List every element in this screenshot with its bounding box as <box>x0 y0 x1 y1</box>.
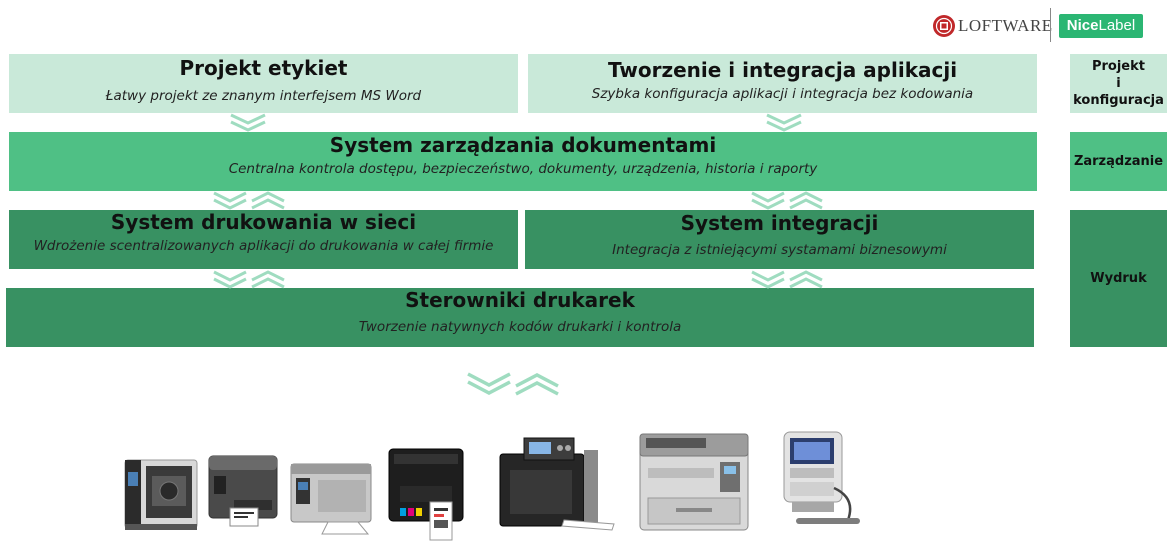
block-dokumenty-subtitle: Centralna kontrola dostępu, bezpieczeńst… <box>228 161 818 177</box>
nicelabel-wordmark-nice: Nice <box>1066 17 1099 34</box>
block-integracja-title: System integracji <box>680 211 879 235</box>
block-drukowanie-subtitle: Wdrożenie scentralizowanych aplikacji do… <box>33 238 494 254</box>
side-label-zarzadzanie-text: Zarządzanie <box>1073 154 1164 169</box>
chevron-up-icon <box>251 270 285 289</box>
block-tworzenie-subtitle: Szybka konfiguracja aplikacji i integrac… <box>591 86 974 102</box>
midrange-printer-icon <box>290 463 372 535</box>
block-tworzenie-title: Tworzenie i integracja aplikacji <box>607 58 958 82</box>
desktop-printer-icon <box>208 455 278 527</box>
block-drukowanie-title: System drukowania w sieci <box>110 210 417 234</box>
chevron-down-icon <box>766 113 802 132</box>
block-sterowniki: Sterowniki drukarek Tworzenie natywnych … <box>6 288 1034 347</box>
block-system-dokumentow: System zarządzania dokumentami Centralna… <box>9 132 1037 191</box>
logo-divider <box>1050 8 1051 42</box>
side-label-projekt-line2: i <box>1116 76 1121 91</box>
chevron-down-icon <box>213 191 247 210</box>
block-sterowniki-subtitle: Tworzenie natywnych kodów drukarki i kon… <box>358 319 682 335</box>
nicelabel-logo: NiceLabel <box>1059 14 1143 38</box>
chevron-up-icon <box>789 191 823 210</box>
block-projekt-title: Projekt etykiet <box>179 56 348 80</box>
side-label-zarzadzanie: Zarządzanie <box>1070 132 1167 191</box>
block-projekt-subtitle: Łatwy projekt ze znanym interfejsem MS W… <box>105 88 422 104</box>
block-sterowniki-title: Sterowniki drukarek <box>405 288 635 312</box>
chevron-down-icon <box>751 191 785 210</box>
block-integracja: System integracji Integracja z istniejąc… <box>525 210 1034 269</box>
color-label-printer-icon <box>388 448 464 541</box>
chevron-down-icon <box>230 113 266 132</box>
laser-printer-icon <box>639 433 749 531</box>
chevron-down-icon <box>213 270 247 289</box>
chevron-down-large-icon <box>467 372 511 395</box>
nicelabel-wordmark-label: Label <box>1098 17 1136 34</box>
side-label-projekt-line3: konfiguracja <box>1073 93 1164 108</box>
block-tworzenie: Tworzenie i integracja aplikacji Szybka … <box>528 54 1037 113</box>
block-drukowanie: System drukowania w sieci Wdrożenie scen… <box>9 210 518 269</box>
loftware-wordmark: LOFTWARE <box>958 16 1053 35</box>
side-label-wydruk-text: Wydruk <box>1090 271 1147 286</box>
side-label-projekt: Projekt i konfiguracja <box>1070 54 1167 113</box>
loftware-logo: LOFTWARE <box>932 12 1052 40</box>
print-engine-icon <box>499 437 615 531</box>
block-dokumenty-title: System zarządzania dokumentami <box>329 133 717 157</box>
block-projekt-etykiet: Projekt etykiet Łatwy projekt ze znanym … <box>9 54 518 113</box>
side-label-projekt-line1: Projekt <box>1091 59 1145 74</box>
chevron-down-icon <box>751 270 785 289</box>
industrial-printer-icon <box>124 459 198 530</box>
loftware-seal-icon <box>933 15 955 37</box>
chevron-up-large-icon <box>515 373 559 396</box>
chevron-up-icon <box>251 191 285 210</box>
inkjet-coder-icon <box>783 431 860 524</box>
chevron-up-icon <box>789 270 823 289</box>
block-integracja-subtitle: Integracja z istniejącymi systamami bizn… <box>612 242 947 258</box>
side-label-wydruk: Wydruk <box>1070 210 1167 347</box>
